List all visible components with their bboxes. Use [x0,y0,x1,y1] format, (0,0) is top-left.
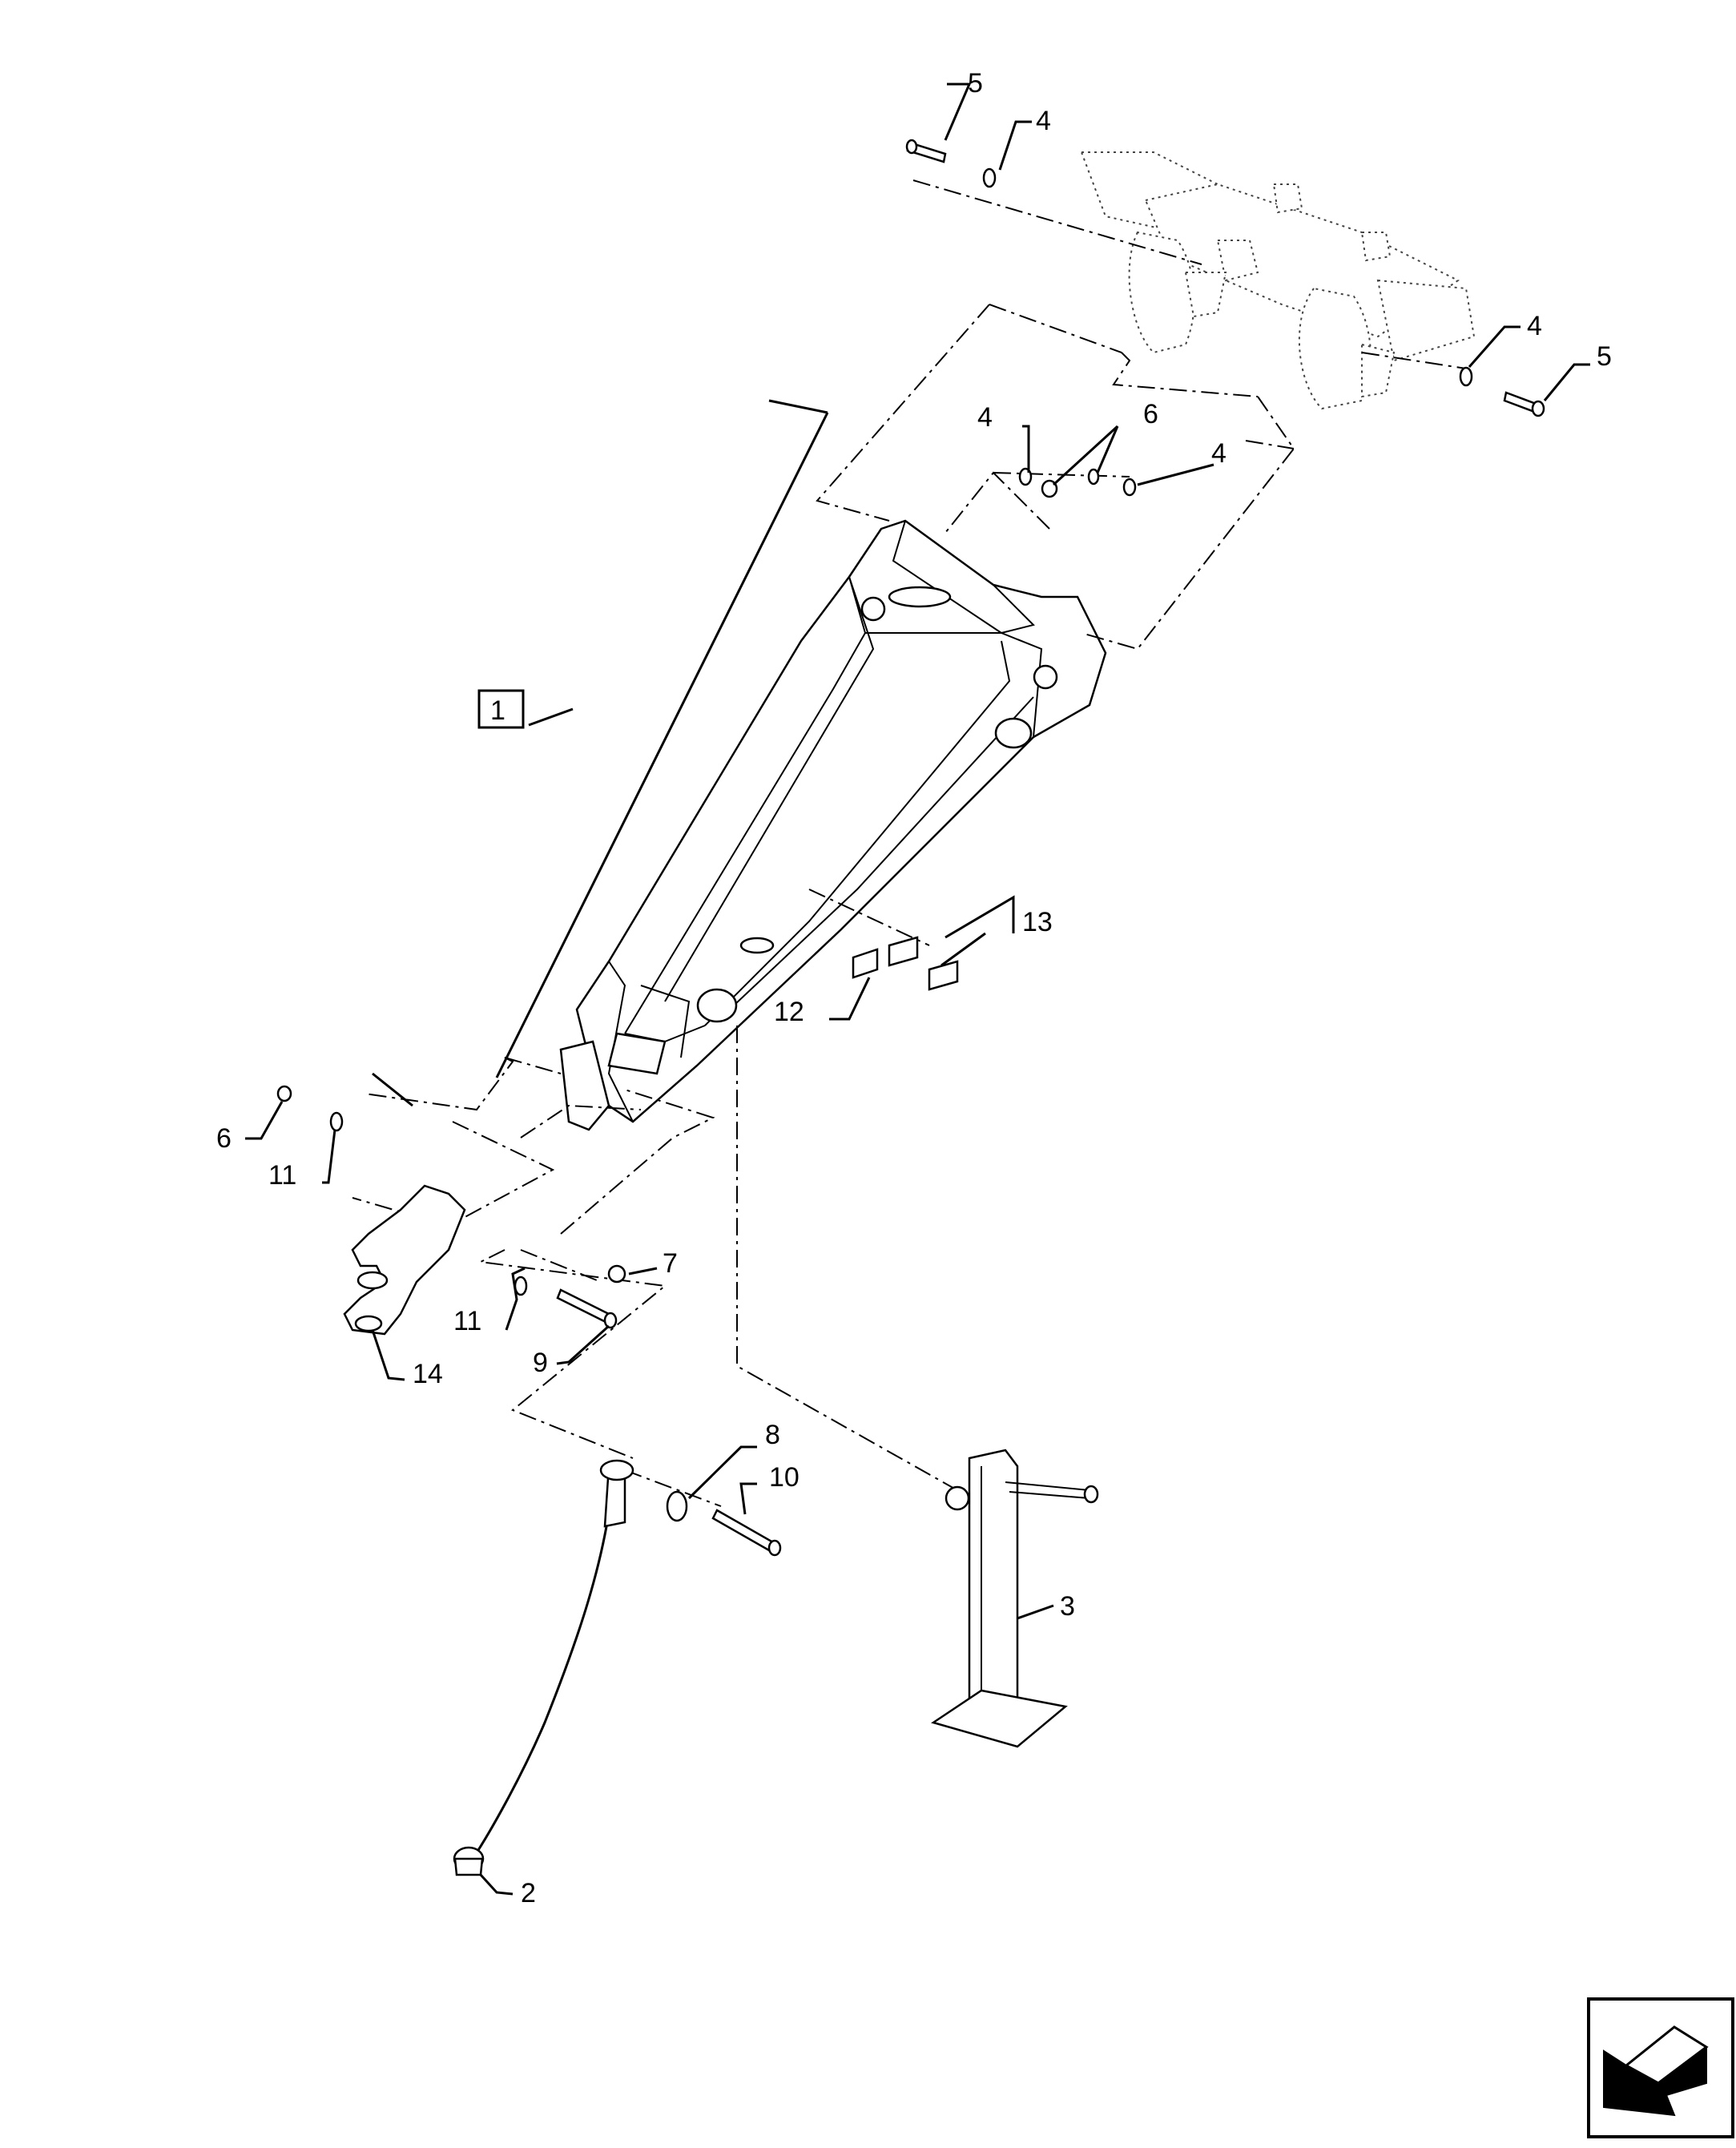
jack-stand [931,1449,1099,1748]
reference-hitch-dotted [1080,151,1476,410]
pin-7 [607,1264,626,1284]
callout-11-left: 11 [268,1160,296,1191]
callout-1-box [477,689,525,729]
callout-3: 3 [1060,1591,1075,1622]
washer-8 [666,1490,688,1522]
callout-11-lower: 11 [453,1306,481,1336]
callout-12: 12 [774,997,804,1027]
bolt-10 [711,1509,775,1552]
washer-4-right [1459,366,1473,387]
callout-13: 13 [1022,907,1053,937]
washer-11-lower [514,1276,528,1296]
callout-4-right: 4 [1527,311,1542,341]
decal-13 [928,960,959,991]
clevis-14 [343,1184,466,1336]
callout-9: 9 [533,1348,548,1378]
washer-11-left [329,1111,344,1132]
callout-7: 7 [663,1248,678,1279]
callout-4-mid-left: 4 [977,402,993,433]
callout-1: 1 [490,695,505,726]
callout-4-mid-right: 4 [1211,438,1226,469]
orientation-arrow-icon [1587,1997,1734,2138]
bolt-9 [556,1288,610,1324]
nut-6-mid [1041,479,1058,498]
safety-chain [453,1459,634,1876]
decal-12 [852,948,879,979]
assembly-lines [352,179,1467,1507]
callout-6-left: 6 [216,1123,232,1154]
callout-8: 8 [765,1420,780,1450]
callout-5-right: 5 [1597,341,1612,372]
nut-6-left [276,1085,292,1102]
decal-tag [888,936,919,967]
callout-leaders [245,83,1590,1896]
callout-labels: 1 2 3 4 4 4 4 5 5 6 6 7 8 9 10 11 11 12 … [216,68,1612,1908]
callout-14: 14 [413,1359,443,1389]
callout-10: 10 [769,1462,800,1493]
washer-4-mid-right [1122,478,1137,497]
nut-6-mid-b [1087,468,1100,486]
main-frame-weldment [559,519,1107,1131]
washer-4-top [982,167,997,188]
callout-4-top: 4 [1036,106,1051,136]
hardware-parts [276,139,1545,1557]
callout-5-top: 5 [968,68,983,99]
callout-6-mid: 6 [1143,399,1158,429]
callout-2: 2 [521,1878,536,1908]
